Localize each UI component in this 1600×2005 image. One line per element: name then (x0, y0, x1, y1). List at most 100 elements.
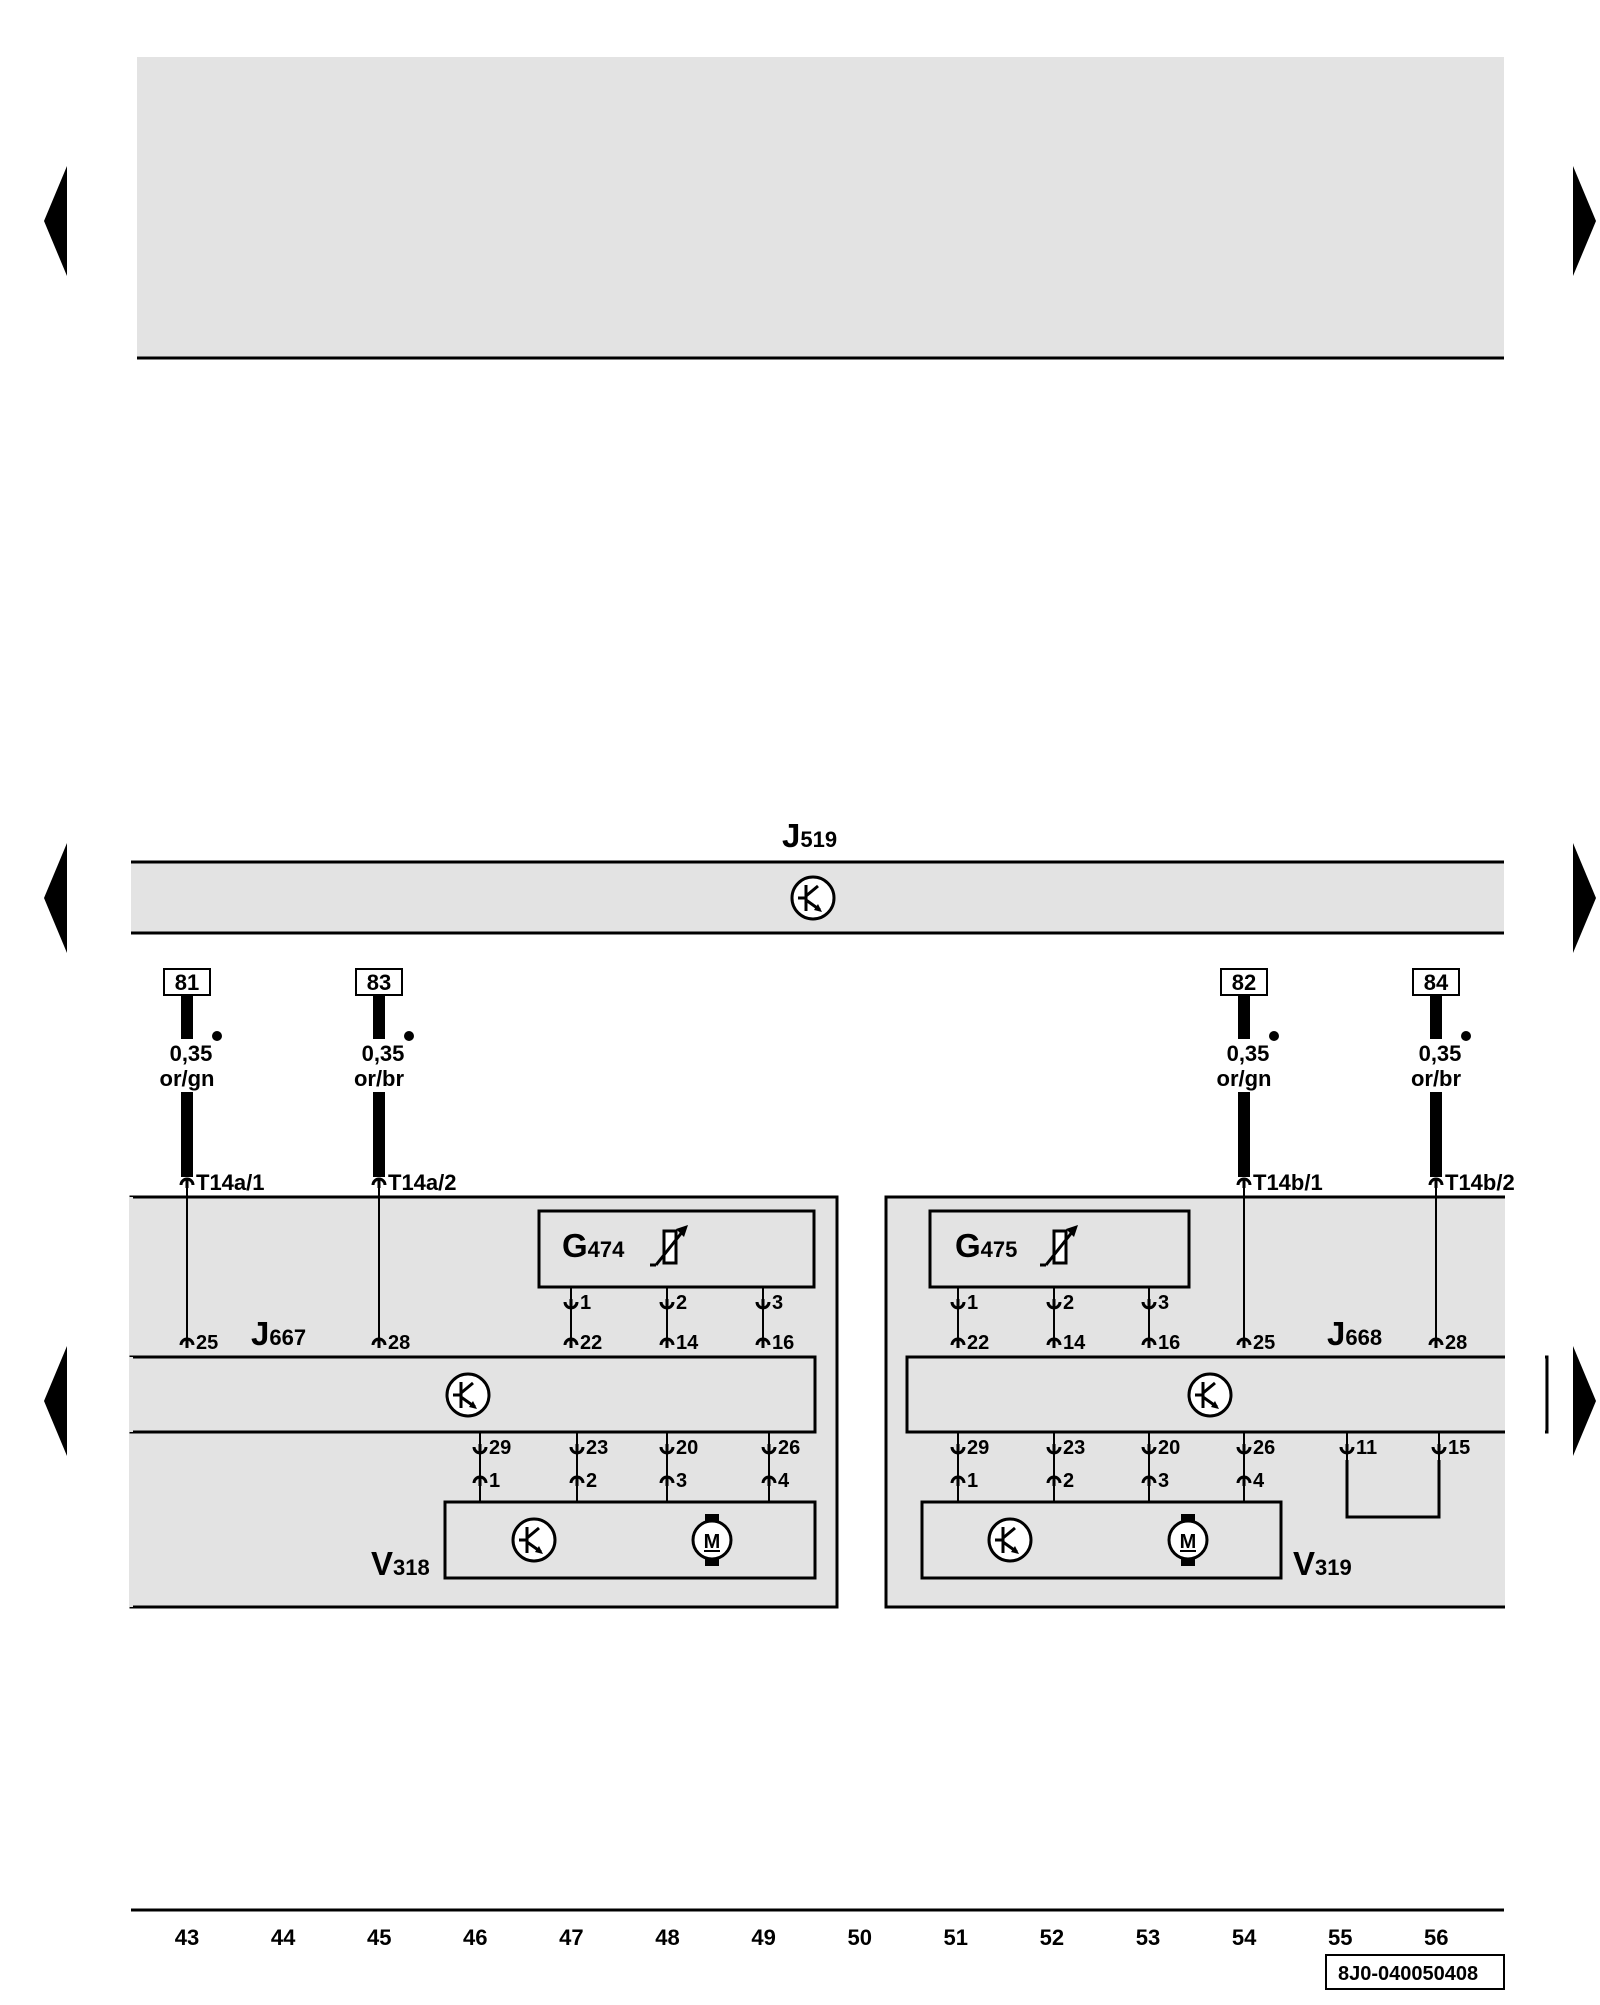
next-page-arrow-top[interactable] (1573, 166, 1596, 276)
pin-number: 14 (676, 1332, 699, 1354)
pin-number: 2 (676, 1292, 687, 1314)
wire-color: or/gn (1217, 1066, 1272, 1091)
pin-number: 29 (967, 1437, 989, 1459)
wire-ref-box (1220, 968, 1268, 996)
j519-label: J519 (782, 817, 837, 854)
transistor-icon (1187, 1372, 1233, 1418)
pin-number: 2 (1063, 1470, 1074, 1492)
pin-number: 4 (778, 1470, 790, 1492)
pin-number: 22 (967, 1332, 989, 1354)
transistor-icon (445, 1372, 491, 1418)
pin-number: 2 (586, 1470, 597, 1492)
column-number: 50 (847, 1925, 871, 1950)
pin-bridge (1345, 1460, 1441, 1519)
v318-label: V318 (371, 1545, 430, 1582)
column-number: 46 (463, 1925, 487, 1950)
g475-label: G475 (955, 1227, 1017, 1264)
prev-page-arrow-bottom[interactable] (44, 1346, 67, 1456)
column-number: 47 (559, 1925, 583, 1950)
column-number: 49 (751, 1925, 775, 1950)
wire-dot (1269, 1031, 1279, 1041)
pin-number: 1 (967, 1292, 978, 1314)
wire-color: or/gn (160, 1066, 215, 1091)
v319-box (920, 1500, 1283, 1580)
pin-number: 11 (1356, 1437, 1377, 1459)
column-number: 54 (1232, 1925, 1257, 1950)
transistor-icon (790, 875, 836, 921)
pin-number: 26 (1253, 1437, 1275, 1459)
connector-label: T14a/1 (196, 1170, 265, 1195)
doc-code-box (1325, 1954, 1505, 1990)
v319-label: V319 (1293, 1545, 1352, 1582)
wire-dot (404, 1031, 414, 1041)
pin-number: 16 (772, 1332, 794, 1354)
connector-pin (1236, 1177, 1252, 1190)
connector-label: T14b/1 (1253, 1170, 1323, 1195)
next-page-arrow-bottom[interactable] (1573, 1346, 1596, 1456)
wire-ref: 84 (1424, 970, 1449, 995)
j667-label: J667 (251, 1315, 306, 1352)
pin-number: 3 (676, 1470, 687, 1492)
column-number: 44 (271, 1925, 296, 1950)
wire-segment (1238, 1092, 1250, 1177)
wire-ref: 82 (1232, 970, 1256, 995)
wire-size: 0,35 (1227, 1041, 1270, 1066)
wire-ref: 81 (175, 970, 199, 995)
connector-pin (179, 1177, 195, 1190)
prev-page-arrow-middle[interactable] (44, 843, 67, 953)
next-page-arrow-middle[interactable] (1573, 843, 1596, 953)
connector-label: T14a/2 (388, 1170, 457, 1195)
wire-dot (212, 1031, 222, 1041)
wire-stub (373, 995, 385, 1039)
pin-number: 3 (1158, 1470, 1169, 1492)
pin-number: 1 (489, 1470, 500, 1492)
wire-ref: 83 (367, 970, 391, 995)
pin-number: 14 (1063, 1332, 1086, 1354)
column-number: 52 (1040, 1925, 1064, 1950)
wire-segment (181, 1092, 193, 1177)
wire-size: 0,35 (170, 1041, 213, 1066)
transistor-icon (511, 1517, 557, 1563)
connector-pin (1428, 1177, 1444, 1190)
pin-number: 23 (586, 1437, 608, 1459)
pin-number: 26 (778, 1437, 800, 1459)
pin-number: 28 (1445, 1332, 1467, 1354)
column-number: 51 (944, 1925, 968, 1950)
pin-number: 1 (967, 1470, 978, 1492)
wire-stub (181, 995, 193, 1039)
wire-color: or/br (1411, 1066, 1462, 1091)
wire-color: or/br (354, 1066, 405, 1091)
column-number: 56 (1424, 1925, 1448, 1950)
pin-number: 20 (676, 1437, 698, 1459)
doc-code: 8J0-040050408 (1338, 1963, 1478, 1985)
wire-dot (1461, 1031, 1471, 1041)
pin-number: 20 (1158, 1437, 1180, 1459)
connector-label: T14b/2 (1445, 1170, 1515, 1195)
column-number: 55 (1328, 1925, 1352, 1950)
v318-box (443, 1500, 817, 1580)
pin-number: 3 (1158, 1292, 1169, 1314)
wire-segment (1430, 1092, 1442, 1177)
header-band (137, 57, 1504, 357)
wire-segment (373, 1092, 385, 1177)
prev-page-arrow-top[interactable] (44, 166, 67, 276)
pin-number: 28 (388, 1332, 410, 1354)
wire-stub (1238, 995, 1250, 1039)
wire-stub (1430, 995, 1442, 1039)
pin-number: 3 (772, 1292, 783, 1314)
pin-number: 23 (1063, 1437, 1085, 1459)
transistor-icon (987, 1517, 1033, 1563)
pin-number: 1 (580, 1292, 591, 1314)
column-number: 53 (1136, 1925, 1160, 1950)
pin-number: 29 (489, 1437, 511, 1459)
pin-number: 15 (1448, 1437, 1470, 1459)
connector-pin (371, 1177, 387, 1190)
g475-box (928, 1209, 1191, 1289)
wire-size: 0,35 (362, 1041, 405, 1066)
j668-label: J668 (1327, 1315, 1382, 1352)
pin-number: 25 (1253, 1332, 1275, 1354)
